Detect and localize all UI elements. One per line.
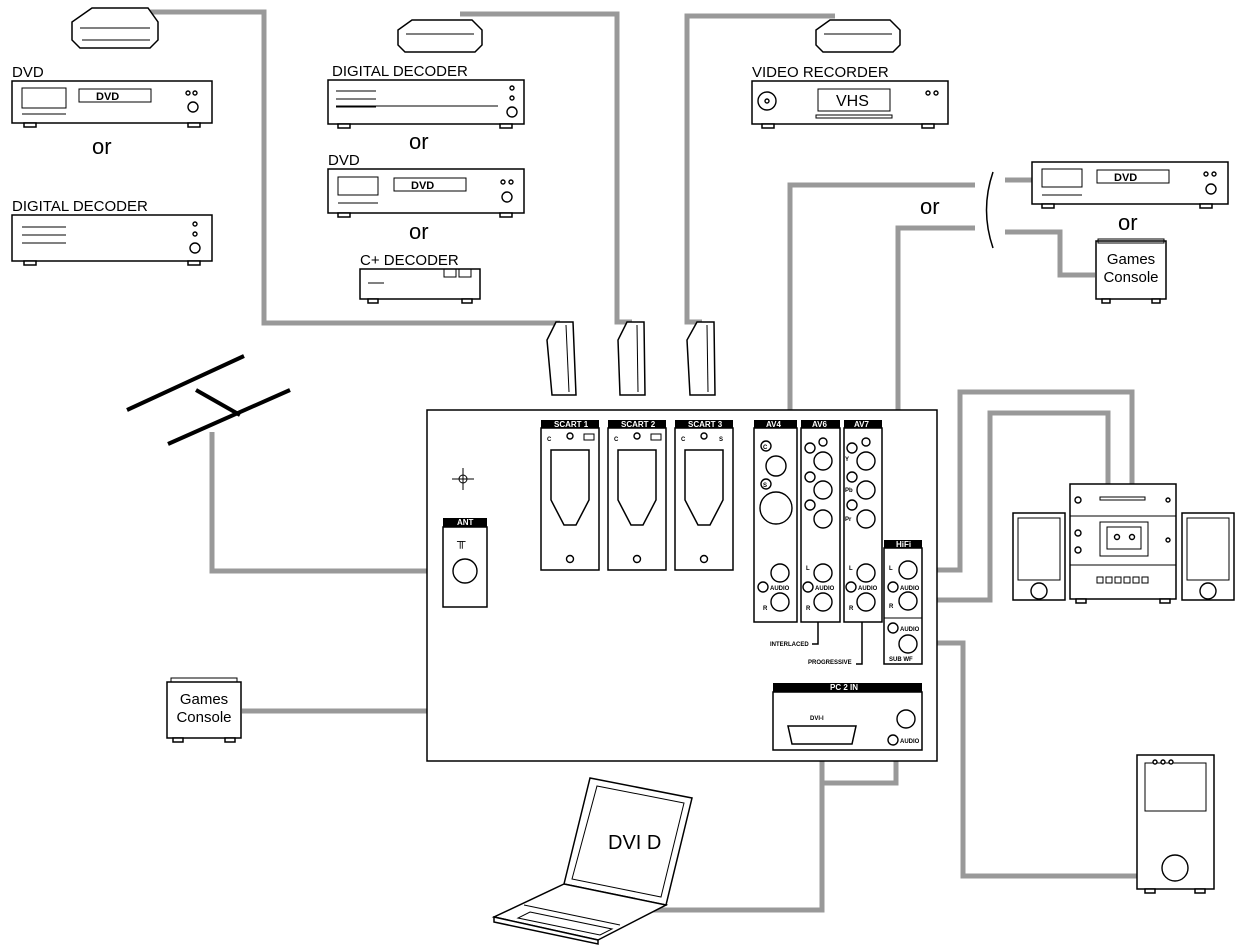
svg-text:╥: ╥ [456, 534, 466, 549]
dvd-left-label: DVD [12, 64, 44, 81]
digital-decoder-mid: DIGITAL DECODER or [327, 63, 525, 154]
av6-label: AV6 [812, 420, 828, 429]
games-console-right: Games Console [1095, 238, 1167, 304]
av7-r-label: R [849, 606, 854, 612]
cable-scart3 [684, 13, 835, 325]
ant-label: ANT [457, 518, 474, 527]
svg-text:C: C [681, 437, 686, 443]
pc-audio-label: AUDIO [900, 739, 920, 745]
cplus-decoder-label: C+ DECODER [360, 252, 459, 269]
av7-port-group: AV7 Y Pb Pr L AUDIO R PROGRESSIVE [808, 420, 883, 666]
av6-l-label: L [806, 566, 810, 572]
hifi-stereo-system [1012, 483, 1235, 604]
ant-port: ANT ╥ [442, 518, 488, 608]
or-mid-2-label: or [409, 219, 429, 244]
or-mid-1-label: or [409, 129, 429, 154]
av4-c-label: C [763, 445, 768, 451]
av7-l-label: L [849, 566, 853, 572]
dvd-player-right: DVD or [1031, 161, 1229, 235]
dvd-left-display: DVD [96, 91, 119, 103]
svg-text:S: S [719, 437, 723, 443]
or-right-top-label: or [920, 194, 940, 219]
dvd-right-display: DVD [1114, 172, 1137, 184]
cable-scart1 [150, 9, 560, 326]
scart-plug-side-2 [617, 321, 646, 396]
pc2-in-port-group: PC 2 IN DVI-I AUDIO [772, 683, 923, 751]
laptop: DVI D [491, 777, 693, 945]
av7-audio-label: AUDIO [858, 586, 878, 592]
games-console-left: Games Console [166, 677, 242, 743]
laptop-dvi-label: DVI D [608, 832, 661, 854]
scart3-label: SCART 3 [688, 420, 723, 429]
scart-1-port: SCART 1 C [540, 420, 600, 571]
interlaced-label: INTERLACED [770, 642, 809, 648]
digital-decoder-left: DIGITAL DECODER [11, 198, 213, 266]
scart2-label: SCART 2 [621, 420, 656, 429]
vhs-display: VHS [836, 93, 869, 110]
or-right-bottom-label: or [1118, 210, 1138, 235]
video-recorder: VIDEO RECORDER VHS [751, 64, 949, 129]
svg-text:C: C [547, 437, 552, 443]
hifi-port-group: HiFi L AUDIO R AUDIO SUB WF [883, 540, 923, 665]
hifi-audio-label: AUDIO [900, 586, 920, 592]
or-left-label: or [92, 134, 112, 159]
video-recorder-label: VIDEO RECORDER [752, 64, 889, 81]
av7-pb-label: Pb [845, 488, 853, 494]
hifi-r-label: R [889, 604, 894, 610]
hifi-label: HiFi [896, 540, 911, 549]
decoder-mid-label: DIGITAL DECODER [332, 63, 468, 80]
av4-label: AV4 [766, 420, 782, 429]
scart-plug-side-1 [546, 321, 577, 396]
games-left-line1: Games [180, 691, 228, 708]
cable-scart2 [460, 11, 632, 325]
dvd-mid-label: DVD [328, 152, 360, 169]
dvd-mid-display: DVD [411, 180, 434, 192]
pc2in-label: PC 2 IN [830, 683, 858, 692]
av4-audio-label: AUDIO [770, 586, 790, 592]
hifi-audio-label-2: AUDIO [900, 627, 920, 633]
games-right-line1: Games [1107, 251, 1155, 268]
scart-2-port: SCART 2 C [607, 420, 667, 571]
dvd-player-mid: DVD DVD or [327, 152, 525, 244]
cable-antenna [209, 432, 462, 574]
cplus-decoder: C+ DECODER [359, 252, 481, 304]
cable-hifi-r [910, 410, 1111, 603]
scart-plug-side-3 [686, 321, 716, 396]
subwoofer [1136, 754, 1215, 894]
sub-wf-label: SUB WF [889, 657, 913, 663]
scart-3-port: SCART 3 C S [674, 420, 734, 571]
antenna [126, 354, 291, 446]
games-right-line2: Console [1103, 269, 1158, 286]
progressive-label: PROGRESSIVE [808, 660, 852, 666]
cable-subwoofer [908, 640, 1138, 879]
tv-back-panel: ANT ╥ SCART 1 C SCART 2 C [426, 409, 938, 762]
av6-audio-label: AUDIO [815, 586, 835, 592]
decoder-left-label: DIGITAL DECODER [12, 198, 148, 215]
hifi-l-label: L [889, 566, 893, 572]
cable-games-right [1005, 229, 1095, 278]
av4-port-group: AV4 C S AUDIO R [753, 420, 798, 623]
svg-text:C: C [614, 437, 619, 443]
crosshair-icon [452, 468, 474, 490]
scart-plug-top-2 [397, 19, 483, 53]
av6-port-group: AV6 L AUDIO R INTERLACED [770, 420, 841, 648]
av6-r-label: R [806, 606, 811, 612]
right-or-bracket: or [920, 171, 994, 249]
cable-hifi-l [910, 389, 1135, 573]
av4-s-label: S [763, 483, 767, 489]
av7-label: AV7 [854, 420, 870, 429]
dvd-player-left: DVD DVD or [11, 64, 213, 159]
scart-plug-top-3 [815, 19, 901, 53]
av7-y-label: Y [845, 457, 849, 463]
scart-plug-top-1 [71, 7, 159, 49]
cable-dvi [598, 735, 825, 913]
av7-pr-label: Pr [845, 517, 852, 523]
games-left-line2: Console [176, 709, 231, 726]
av4-r-label: R [763, 606, 768, 612]
scart1-label: SCART 1 [554, 420, 589, 429]
dvi-i-label: DVI-I [810, 716, 824, 722]
